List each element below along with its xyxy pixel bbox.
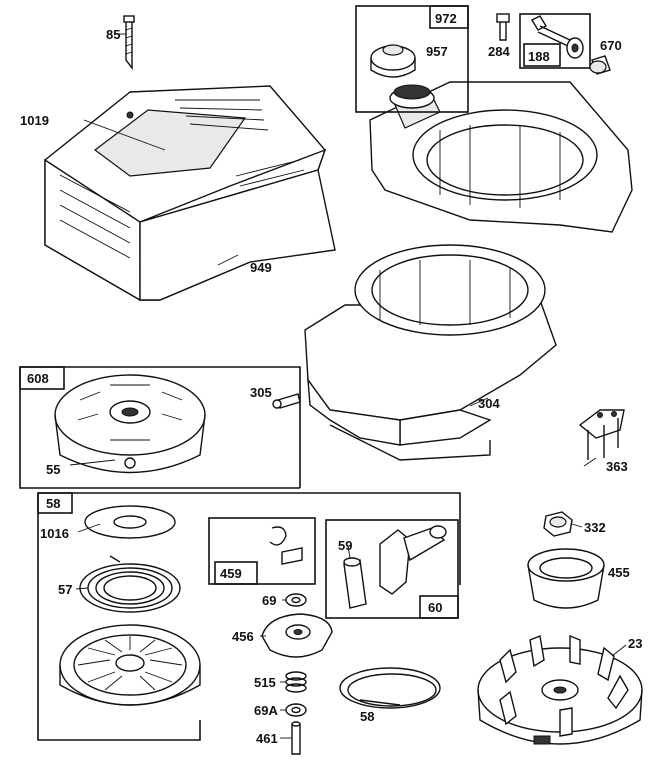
screw-85: [123, 15, 135, 71]
label-332: 332: [584, 520, 606, 535]
label-670: 670: [600, 38, 622, 53]
label-304: 304: [478, 396, 500, 411]
label-85: 85: [106, 27, 120, 42]
part-box-459: [208, 517, 316, 585]
label-1019: 1019: [20, 113, 49, 128]
label-58-upper: 58: [46, 496, 60, 511]
part-box-188: [519, 13, 591, 69]
label-59: 59: [338, 538, 352, 553]
nut-332: [543, 511, 573, 537]
cam-456: [261, 613, 333, 658]
label-957: 957: [426, 44, 448, 59]
label-188: 188: [528, 49, 550, 64]
label-1016: 1016: [40, 526, 69, 541]
label-459: 459: [220, 566, 242, 581]
label-972: 972: [435, 11, 457, 26]
engine-cover-shroud: [44, 85, 336, 302]
part-box-60: [325, 519, 459, 619]
handle-insert-59: [343, 557, 367, 609]
label-55: 55: [46, 462, 60, 477]
pin-461: [291, 721, 301, 755]
label-515: 515: [254, 675, 276, 690]
starter-cup-455: [527, 548, 605, 609]
washer-69: [285, 593, 307, 607]
part-box-972: [355, 5, 469, 113]
label-57: 57: [58, 582, 72, 597]
label-284: 284: [488, 44, 510, 59]
oil-cap-957: [370, 44, 416, 78]
bushing-670: [589, 55, 611, 75]
part-box-608: [19, 366, 301, 489]
bolt-284: [496, 13, 510, 41]
label-608: 608: [27, 371, 49, 386]
washer-69A: [285, 703, 307, 717]
label-455: 455: [608, 565, 630, 580]
label-60: 60: [428, 600, 442, 615]
label-456: 456: [232, 629, 254, 644]
part-box-58-upper: [37, 492, 461, 741]
flywheel-23: [477, 634, 643, 745]
starter-handle-60: [379, 525, 447, 595]
label-949: 949: [250, 260, 272, 275]
spring-cover-1016: [84, 505, 176, 539]
spring-515: [285, 671, 307, 693]
starter-housing-55: [54, 374, 206, 474]
label-363: 363: [606, 459, 628, 474]
label-69A: 69A: [254, 703, 278, 718]
blower-housing-304: [304, 244, 557, 461]
label-23: 23: [628, 636, 642, 651]
label-58-lower: 58: [360, 709, 374, 724]
blower-housing-upper: [369, 81, 633, 233]
label-69: 69: [262, 593, 276, 608]
screw-305: [272, 393, 301, 409]
pulley-58: [59, 624, 201, 706]
label-305: 305: [250, 385, 272, 400]
label-461: 461: [256, 731, 278, 746]
bracket-363: [578, 409, 625, 460]
recoil-spring-57: [79, 555, 181, 613]
starter-rope-58: [339, 667, 441, 709]
